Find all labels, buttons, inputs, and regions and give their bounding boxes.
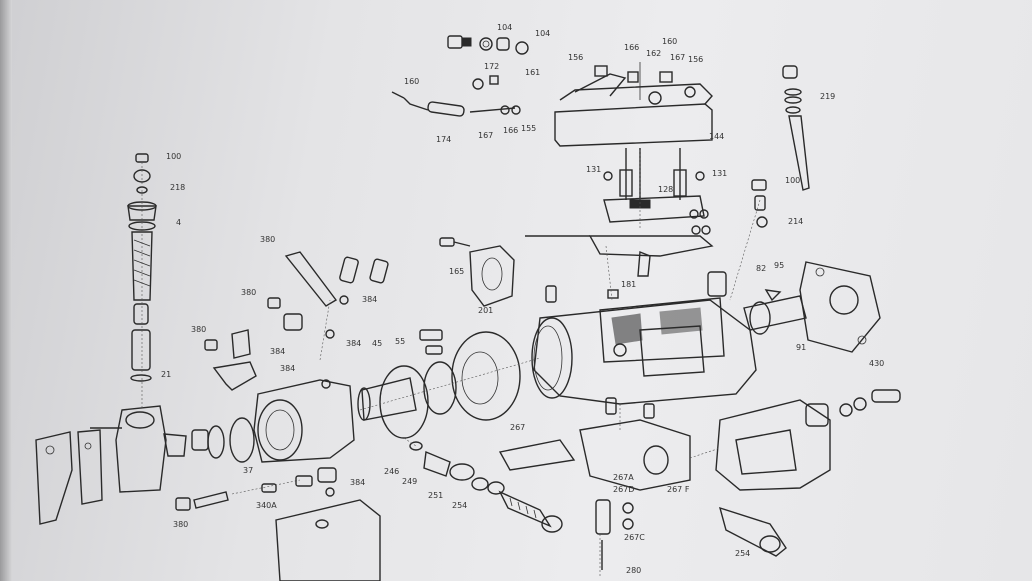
- part-104-nut-washers: [447, 35, 529, 55]
- part-label-384e: 384: [350, 478, 365, 487]
- part-267-block: [498, 397, 691, 570]
- part-340A-lower-left: [175, 467, 381, 581]
- part-label-214: 214: [788, 217, 803, 226]
- part-label-172: 172: [484, 62, 499, 71]
- part-label-254b: 254: [735, 549, 750, 558]
- part-label-267: 267: [510, 423, 525, 432]
- part-label-37: 37: [243, 466, 253, 475]
- part-label-95: 95: [774, 261, 784, 270]
- part-label-160a: 160: [662, 37, 677, 46]
- part-label-91: 91: [796, 343, 806, 352]
- leader-lines: [141, 150, 761, 576]
- part-label-4: 4: [176, 218, 181, 227]
- part-label-218: 218: [170, 183, 185, 192]
- page-edge-shadow: [0, 0, 12, 581]
- part-label-340A: 340A: [256, 501, 277, 510]
- part-label-384d: 384: [280, 364, 295, 373]
- part-label-246: 246: [384, 467, 399, 476]
- part-254-lower-housing: [715, 389, 901, 557]
- part-label-267D: 267D: [613, 485, 634, 494]
- part-label-280: 280: [626, 566, 641, 575]
- part-380-banjo-bolts: [204, 251, 389, 391]
- part-label-174: 174: [436, 135, 451, 144]
- part-label-267F: 267 F: [667, 485, 690, 494]
- part-label-166b: 166: [503, 126, 518, 135]
- part-144-governor-cover: [554, 62, 713, 147]
- part-label-384c: 384: [270, 347, 285, 356]
- part-label-161: 161: [525, 68, 540, 77]
- part-label-384a: 384: [362, 295, 377, 304]
- part-label-380c: 380: [191, 325, 206, 334]
- part-label-181: 181: [621, 280, 636, 289]
- part-label-165: 165: [449, 267, 464, 276]
- part-100-screw-right: [751, 179, 768, 228]
- part-label-162: 162: [646, 49, 661, 58]
- part-label-131a: 131: [586, 165, 601, 174]
- part-banjo-fitting: [35, 405, 167, 525]
- part-label-166a: 166: [624, 43, 639, 52]
- part-label-156b: 156: [688, 55, 703, 64]
- part-label-128: 128: [658, 185, 673, 194]
- part-main-pump-body: [531, 271, 757, 405]
- part-label-82: 82: [756, 264, 766, 273]
- part-label-219: 219: [820, 92, 835, 101]
- part-label-267C: 267C: [624, 533, 645, 542]
- part-label-384b: 384: [346, 339, 361, 348]
- part-label-380a: 380: [260, 235, 275, 244]
- part-label-267A: 267A: [613, 473, 634, 482]
- part-label-21: 21: [161, 370, 171, 379]
- part-label-201: 201: [478, 306, 493, 315]
- part-label-55: 55: [395, 337, 405, 346]
- part-label-131b: 131: [712, 169, 727, 178]
- part-246-254-valve-stack: [409, 441, 563, 533]
- part-label-104a: 104: [497, 23, 512, 32]
- part-label-254a: 254: [452, 501, 467, 510]
- part-linkage-bracket: [525, 235, 714, 277]
- part-label-249: 249: [402, 477, 417, 486]
- part-label-167b: 167: [478, 131, 493, 140]
- part-label-380b: 380: [241, 288, 256, 297]
- part-label-167a: 167: [670, 53, 685, 62]
- part-label-160b: 160: [404, 77, 419, 86]
- part-label-144: 144: [709, 132, 724, 141]
- part-174-rod: [391, 75, 521, 117]
- part-label-45: 45: [372, 339, 382, 348]
- part-label-156a: 156: [568, 53, 583, 62]
- part-219-rod: [782, 65, 810, 191]
- part-drive-flange: [743, 261, 881, 353]
- part-label-251: 251: [428, 491, 443, 500]
- part-45-55-rotor: [357, 329, 521, 439]
- part-37-head-housing: [163, 379, 355, 463]
- part-label-380d: 380: [173, 520, 188, 529]
- part-165-201-plate: [439, 237, 515, 307]
- part-label-100b: 100: [785, 176, 800, 185]
- part-label-155: 155: [521, 124, 536, 133]
- part-label-100a: 100: [166, 152, 181, 161]
- part-label-104b: 104: [535, 29, 550, 38]
- part-131-plungers: [603, 148, 711, 235]
- part-label-430: 430: [869, 359, 884, 368]
